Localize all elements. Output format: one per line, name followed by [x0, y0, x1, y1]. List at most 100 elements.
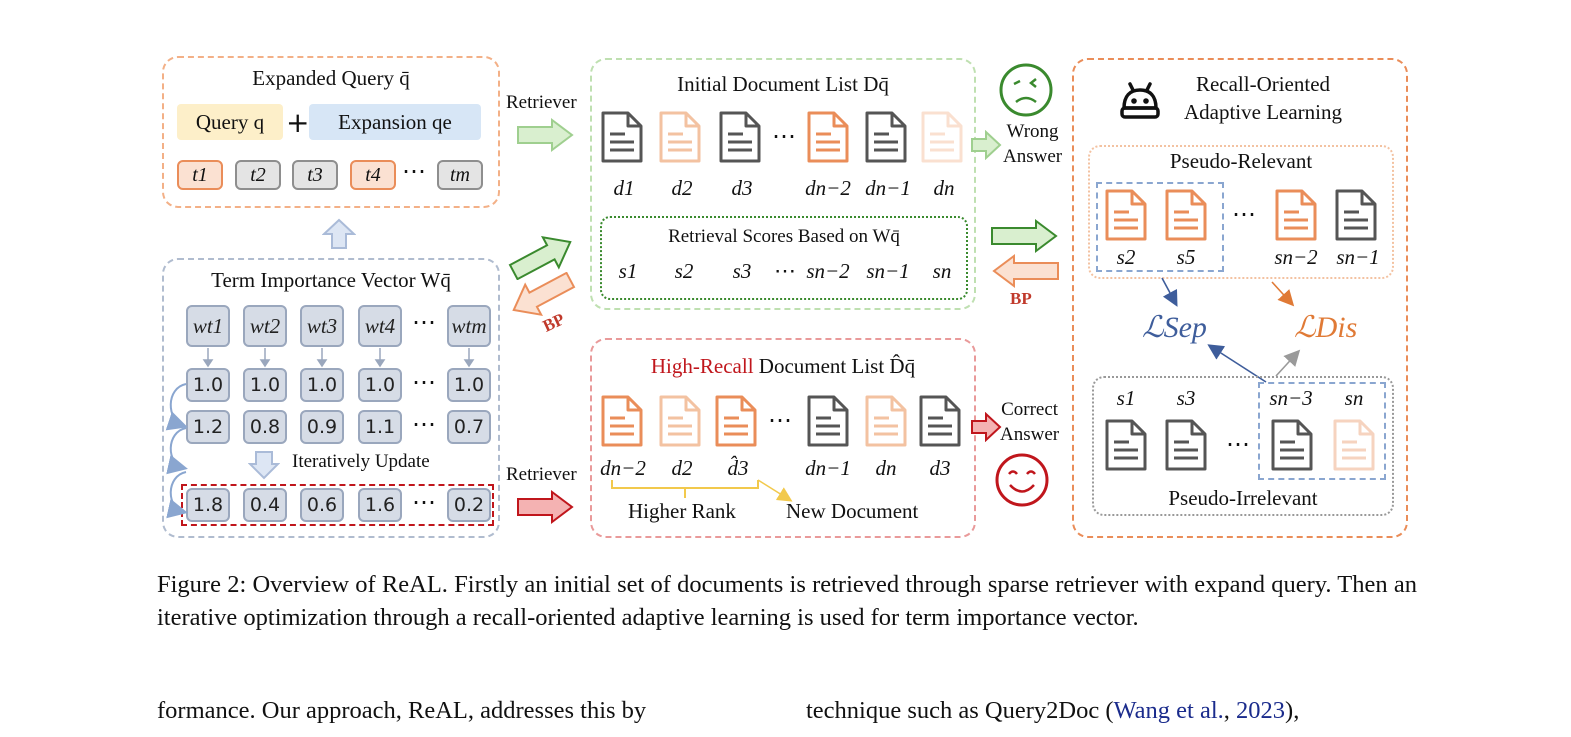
wrong-answer-label: Wrong Answer: [1003, 121, 1063, 167]
new-document-label: New Document: [786, 499, 919, 523]
higher-rank-label: Higher Rank: [628, 499, 736, 523]
hr-doc-icon-2: [658, 394, 702, 448]
pseudo-irrelevant-panel: [1092, 376, 1394, 516]
row1-vm: 1.0: [447, 368, 491, 402]
initial-list-panel: [590, 58, 976, 310]
citation-author-link[interactable]: Wang et al.: [1113, 697, 1224, 724]
score-s3: s3: [732, 259, 752, 283]
row3-v4: 1.6: [358, 488, 402, 522]
row3-v3: 0.6: [300, 488, 344, 522]
high-recall-title: High-Recall Document List D̂q̄: [590, 354, 976, 379]
ral-panel: [1072, 58, 1408, 538]
doc-label-dn: dn: [933, 176, 955, 200]
row3-v1: 1.8: [186, 488, 230, 522]
doc-label-d1: d1: [613, 176, 635, 200]
hr-doc-ellipsis: ⋯: [768, 408, 792, 434]
row1-v4: 1.0: [358, 368, 402, 402]
doc-label-d2: d2: [671, 176, 693, 200]
doc-icon-d3: [718, 110, 762, 164]
irr-doc-label-sn: sn: [1344, 386, 1364, 410]
expansion-box: Expansion qe: [309, 104, 481, 140]
token-tm: tm: [437, 160, 483, 190]
row1-v3: 1.0: [300, 368, 344, 402]
hr-doc-label-3: d̂3: [727, 456, 749, 480]
rel-doc-ellipsis: ⋯: [1232, 202, 1256, 228]
bp-right-arrow: [992, 254, 1059, 288]
term-vector-title: Term Importance Vector Wq̄: [211, 268, 451, 292]
query-label: Query q: [195, 109, 265, 134]
figure-caption: Figure 2: Overview of ReAL. Firstly an i…: [157, 571, 1417, 631]
citation-year-link[interactable]: 2023: [1236, 697, 1286, 724]
relevant-selection-box: [1096, 182, 1224, 272]
bp-left-arrow: [512, 272, 576, 317]
irrelevant-selection-box: [1258, 382, 1386, 480]
row1-ellipsis: ⋯: [412, 370, 436, 396]
expansion-label: Expansion qe: [338, 109, 452, 134]
doc-label-dn2: dn−2: [805, 176, 851, 200]
token-ellipsis: ⋯: [402, 159, 426, 185]
pseudo-relevant-label: Pseudo-Relevant: [1169, 149, 1313, 173]
hr-doc-label-5: dn−1: [805, 456, 851, 480]
retriever-bottom-arrow: [517, 490, 574, 524]
row2-v2: 0.8: [243, 410, 287, 444]
iteration-loop-arrows: [165, 383, 188, 519]
token-t2: t2: [235, 160, 281, 190]
hr-doc-label-2: d2: [671, 456, 693, 480]
hr-doc-icon-3: [714, 394, 758, 448]
correct-answer-arrow: [971, 412, 1002, 442]
row3-vm: 0.2: [447, 488, 491, 522]
body-text-right-prefix: technique such as Query2Doc (: [806, 697, 1114, 724]
bp-right-label: BP: [1010, 289, 1032, 308]
irr-doc-icon-s3: [1164, 418, 1208, 472]
expanded-query-panel: [162, 56, 500, 208]
citation-sep: ,: [1223, 697, 1237, 724]
row2-v1: 1.2: [186, 410, 230, 444]
weight-wt3: wt3: [300, 305, 344, 347]
update-down-arrow: [248, 451, 280, 480]
scores-title: Retrieval Scores Based on Wq̄: [668, 226, 900, 247]
irr-doc-label-s3: s3: [1176, 386, 1196, 410]
hr-doc-label-7: d3: [929, 456, 951, 480]
rel-doc-label-sn2: sn−2: [1274, 245, 1318, 269]
weight-ellipsis: ⋯: [412, 310, 436, 336]
irr-doc-icon-sn: [1332, 418, 1376, 472]
weight-down-arrows: [202, 348, 475, 368]
ral-title-line1: Recall-Oriented: [1195, 72, 1331, 96]
token-t4: t4: [350, 160, 396, 190]
row2-v4: 1.1: [358, 410, 402, 444]
row2-vm: 0.7: [447, 410, 491, 444]
scores-panel: [600, 216, 968, 300]
hr-doc-icon-6: [864, 394, 908, 448]
weight-wt2: wt2: [243, 305, 287, 347]
initial-list-title: Initial Document List Dq̄: [677, 72, 889, 96]
rel-doc-icon-s2: [1104, 188, 1148, 242]
high-recall-panel: [590, 338, 976, 538]
row1-v1: 1.0: [186, 368, 230, 402]
smile-face-icon: [995, 453, 1049, 507]
higher-rank-bracket: [611, 479, 793, 502]
irr-doc-icon-s1: [1104, 418, 1148, 472]
token-t3: t3: [292, 160, 338, 190]
doc-label-dn1: dn−1: [865, 176, 911, 200]
row3-v2: 0.4: [243, 488, 287, 522]
doc-icon-d2: [658, 110, 702, 164]
score-ellipsis: ⋯: [774, 258, 796, 283]
query-box: Query q: [177, 104, 283, 140]
doc-label-d3: d3: [731, 176, 753, 200]
rel-doc-label-s5: s5: [1176, 245, 1196, 269]
pseudo-irrelevant-label: Pseudo-Irrelevant: [1168, 486, 1318, 510]
body-text-right-suffix: ),: [1285, 697, 1300, 724]
high-recall-title-rest: Document List D̂q̄: [758, 354, 916, 378]
score-s2: s2: [674, 259, 694, 283]
robot-icon: [1120, 82, 1160, 119]
irr-doc-icon-sn3: [1270, 418, 1314, 472]
weight-wt4: wt4: [358, 305, 402, 347]
row3-ellipsis: ⋯: [412, 490, 436, 516]
score-s1: s1: [618, 259, 638, 283]
plus-sign: +: [286, 106, 310, 139]
body-text-left: formance. Our approach, ReAL, addresses …: [157, 697, 647, 724]
hr-doc-icon-1: [600, 394, 644, 448]
ral-title-line2: Adaptive Learning: [1183, 100, 1343, 124]
rel-doc-label-s2: s2: [1116, 245, 1136, 269]
hr-doc-label-6: dn: [875, 456, 897, 480]
